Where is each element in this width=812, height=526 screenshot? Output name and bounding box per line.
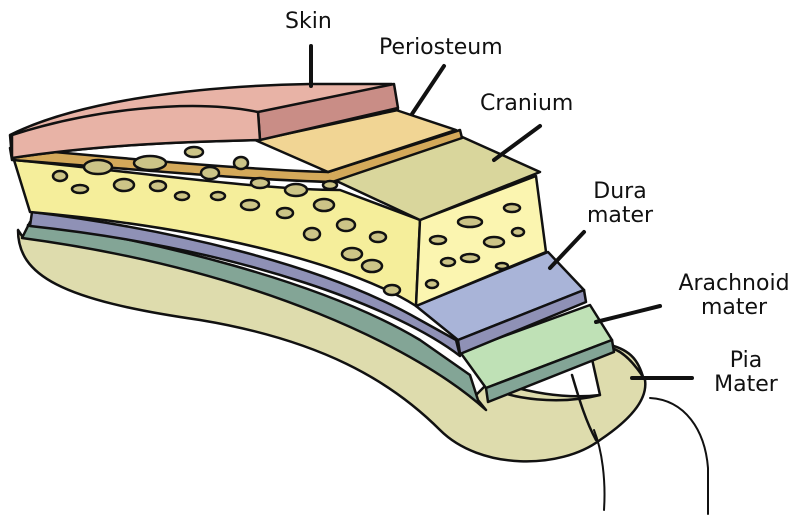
label-skin: Skin [285,9,332,34]
label-pia-line2: Mater [714,372,778,397]
skin-top-face [10,104,262,160]
leader-dura [548,230,586,270]
leader-periosteum [410,64,446,116]
label-arachnoid-line2: mater [700,295,768,320]
vessel-line-left [593,429,606,511]
label-dura-line2: mater [586,203,654,228]
dura-mater-edge [456,288,588,356]
cranium-pores [51,145,526,297]
arachnoid-mater-edge [484,338,616,404]
label-pia-line1: Pia [729,348,763,373]
label-arachnoid-line1: Arachnoid [678,271,790,296]
label-periosteum: Periosteum [379,35,503,60]
label-cranium: Cranium [480,91,574,116]
dura-mater-band [28,210,462,358]
gyrus-line [570,373,598,442]
leader-cranium [492,124,542,162]
vessel-line-right [649,397,709,515]
leader-lines [309,44,694,380]
label-dura-line1: Dura [593,179,647,204]
leader-arachnoid [594,304,662,324]
label-dura-mater: Dura mater [580,180,660,228]
label-pia-mater: Pia Mater [700,349,792,397]
arachnoid-mater-band [20,220,488,412]
label-arachnoid-mater: Arachnoid mater [664,272,804,320]
